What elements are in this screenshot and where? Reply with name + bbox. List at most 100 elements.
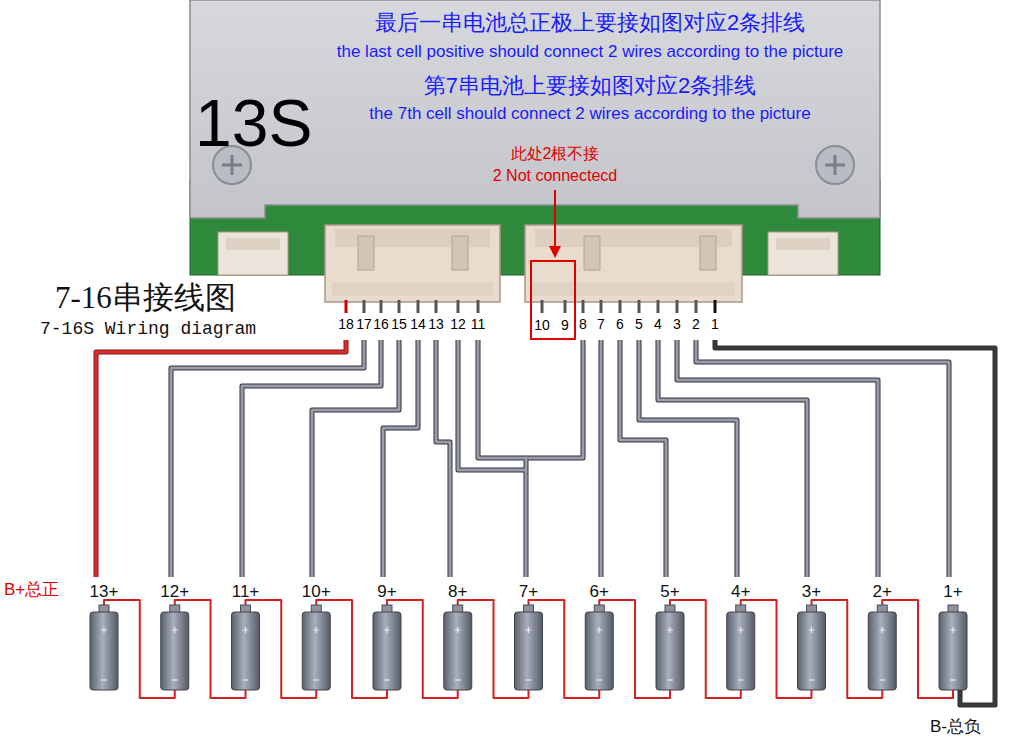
connector-housing (700, 236, 716, 270)
note-text: 最后一串电池总正极上要接如图对应2条排线 (375, 10, 805, 35)
battery-cell (313, 627, 319, 633)
pin-number: 4 (654, 316, 662, 332)
connector-housing (325, 225, 500, 302)
pin-stub (582, 300, 585, 313)
pin-number: 16 (373, 316, 389, 332)
pin-number: 7 (597, 316, 605, 332)
pin-number: 13 (428, 316, 444, 332)
small-connector (776, 238, 830, 250)
cell-label: 9+ (377, 582, 396, 602)
connector-housing (332, 282, 493, 296)
battery-cell (738, 679, 744, 680)
pin-number: 18 (338, 316, 354, 332)
battery-cell (373, 605, 401, 690)
battery-cell (526, 679, 532, 680)
battery-cell (667, 679, 673, 680)
sense-wire (526, 340, 583, 577)
pin-stub (714, 300, 717, 313)
note-text: 第7串电池上要接如图对应2条排线 (424, 73, 756, 98)
battery-cell (879, 679, 885, 680)
battery-cell (373, 612, 401, 690)
note-text: the last cell positive should connect 2 … (337, 42, 844, 62)
pin-number: 10 (534, 317, 550, 333)
pin-stub (564, 300, 567, 313)
battery-cell (313, 679, 319, 680)
sense-wire (312, 340, 399, 577)
battery-cell (585, 605, 613, 690)
pin-stub (380, 300, 383, 313)
sense-wire (436, 340, 450, 577)
battery-cell (101, 627, 107, 633)
pin-number: 6 (616, 316, 624, 332)
pin-number: 2 (692, 316, 700, 332)
callout-arrow (554, 190, 556, 248)
sense-wire (677, 340, 878, 577)
sense-wire (96, 340, 995, 705)
battery-cell (444, 612, 472, 690)
pin-number: 11 (471, 316, 486, 332)
sense-wire (696, 340, 949, 577)
sense-wire (171, 340, 364, 577)
sense-wire (478, 340, 526, 458)
pin-number: 14 (410, 316, 426, 332)
battery-cell (444, 605, 472, 690)
connector-housing (584, 236, 600, 270)
pin-stub (345, 300, 348, 313)
cell-label: 5+ (660, 582, 679, 602)
pin-stub (600, 300, 603, 313)
sense-wire (715, 340, 995, 705)
battery-cell (243, 627, 249, 633)
pin-number: 3 (673, 316, 681, 332)
battery-cell (302, 612, 330, 690)
battery-cell (232, 605, 260, 690)
pin-stub (363, 300, 366, 313)
note-text: the 7th cell should connect 2 wires acco… (369, 104, 810, 124)
battery-cell (868, 605, 896, 690)
pin-stub (435, 300, 438, 313)
battery-cell (738, 627, 744, 633)
sense-wire (383, 340, 418, 577)
pin-number: 8 (579, 316, 587, 332)
battery-cell (90, 605, 967, 690)
pin-stub (477, 300, 480, 313)
sense-wire (526, 340, 583, 577)
battery-cell (515, 612, 543, 690)
battery-cell (596, 627, 602, 633)
sense-wire (171, 340, 364, 577)
battery-cell (585, 612, 613, 690)
sense-wire (436, 340, 450, 577)
small-connector (218, 232, 288, 275)
sense-wire (312, 340, 399, 577)
pin-stub (541, 300, 544, 313)
battery-cell (515, 605, 543, 690)
cell-label: 4+ (731, 582, 750, 602)
pin-stub (695, 300, 698, 313)
pin-stub (657, 300, 660, 313)
battery-cell (656, 612, 684, 690)
battery-cell (384, 627, 390, 633)
battery-cell (101, 679, 107, 680)
cell-link-wire (104, 600, 953, 698)
connector-housing (452, 236, 468, 270)
diagram-title: 7-16串接线图 (55, 280, 236, 316)
battery-cell (526, 627, 532, 633)
cell-label: 1+ (943, 582, 962, 602)
battery-cell (809, 679, 815, 680)
battery-cell (172, 679, 178, 680)
not-connected-box: 109 (530, 260, 576, 340)
battery-cell (90, 612, 118, 690)
battery-cell (455, 679, 461, 680)
cell-label: 3+ (802, 582, 821, 602)
sense-wire (458, 340, 526, 470)
cell-label: 2+ (873, 582, 892, 602)
metal-plate (190, 0, 880, 218)
sense-wire (715, 340, 995, 705)
pin-number: 17 (356, 316, 372, 332)
pin-stub (619, 300, 622, 313)
battery-cell (727, 605, 755, 690)
battery-cell (879, 627, 885, 633)
battery-cell (243, 679, 249, 680)
battery-cell (950, 679, 956, 680)
sense-wire (458, 340, 526, 470)
